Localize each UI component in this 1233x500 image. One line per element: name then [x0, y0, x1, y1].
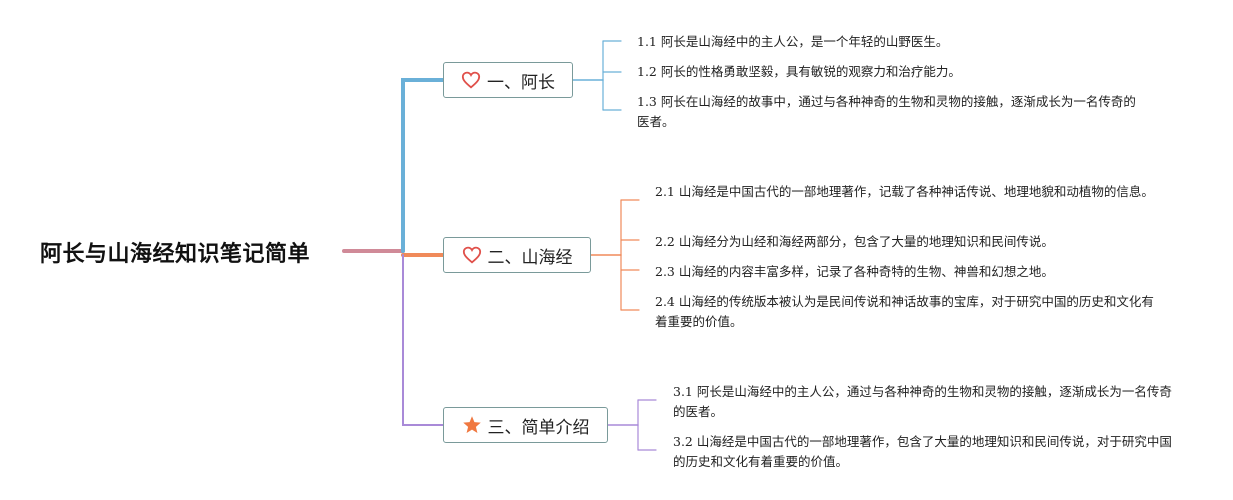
leaf-2-4: 2.4 山海经的传统版本被认为是民间传说和神话故事的宝库，对于研究中国的历史和文… — [655, 294, 1154, 329]
leaf-3-2: 3.2 山海经是中国古代的一部地理著作，包含了大量的地理知识和民间传说，对于研究… — [673, 434, 1172, 469]
branch-label: 二、山海经 — [487, 247, 573, 268]
heart-outline-icon — [462, 246, 482, 264]
leaf-2-1: 2.1 山海经是中国古代的一部地理著作，记载了各种神话传说、地理地貌和动植物的信… — [655, 184, 1154, 199]
branch-node-shanhaijing[interactable]: 二、山海经 — [443, 237, 591, 273]
leaf-1-1: 1.1 阿长是山海经中的主人公，是一个年轻的山野医生。 — [637, 34, 949, 49]
leaf-2-2: 2.2 山海经分为山经和海经两部分，包含了大量的地理知识和民间传说。 — [655, 234, 1054, 249]
branch-label: 三、简单介绍 — [487, 417, 590, 438]
leaf-2-3: 2.3 山海经的内容丰富多样，记录了各种奇特的生物、神兽和幻想之地。 — [655, 264, 1054, 279]
leaf-1-2: 1.2 阿长的性格勇敢坚毅，具有敏锐的观察力和治疗能力。 — [637, 64, 961, 79]
trunk-branch-1 — [401, 78, 445, 253]
root-title: 阿长与山海经知识笔记简单 — [40, 242, 311, 267]
leaf-3-1: 3.1 阿长是山海经中的主人公，通过与各种神奇的生物和灵物的接触，逐渐成长为一名… — [673, 384, 1172, 419]
branch-node-achang[interactable]: 一、阿长 — [443, 62, 573, 98]
star-icon — [462, 415, 482, 435]
trunk-branch-3 — [402, 254, 444, 426]
branch-node-intro[interactable]: 三、简单介绍 — [443, 407, 608, 443]
branch-label: 一、阿长 — [487, 72, 555, 93]
leaf-1-3: 1.3 阿长在山海经的故事中，通过与各种神奇的生物和灵物的接触，逐渐成长为一名传… — [637, 94, 1136, 129]
heart-outline-icon — [461, 71, 481, 89]
